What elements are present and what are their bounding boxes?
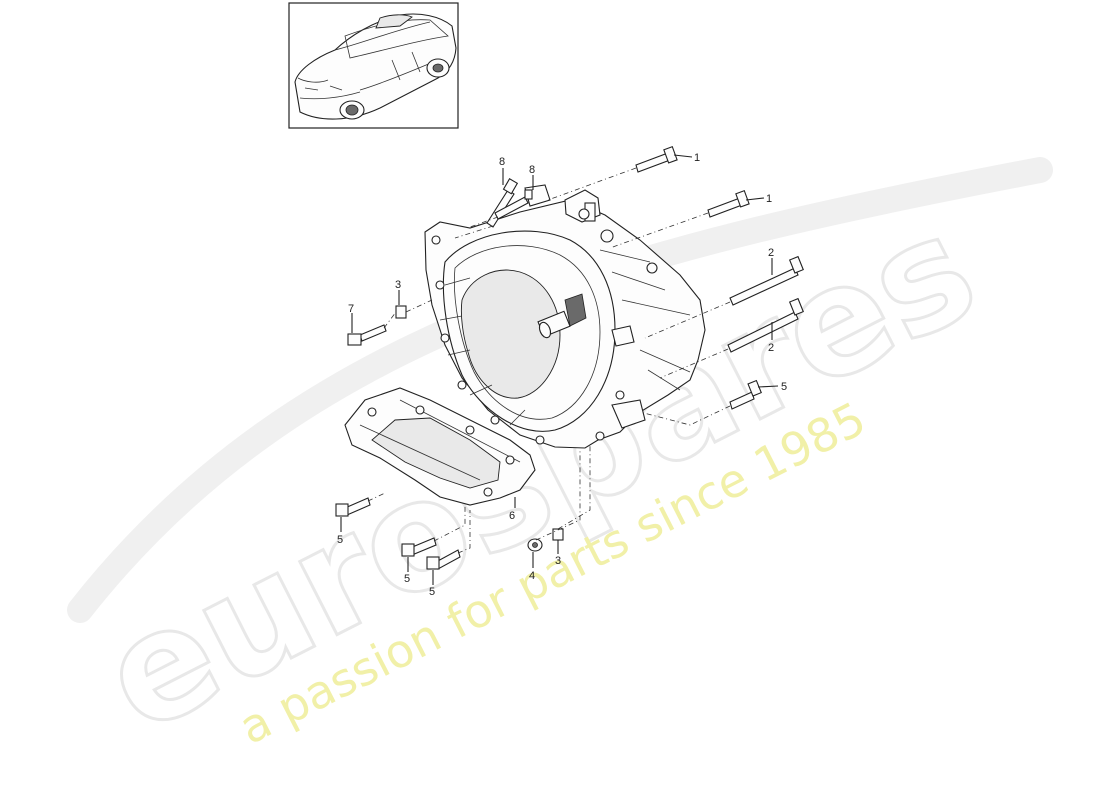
callout-2a[interactable]: 2	[768, 247, 774, 259]
callout-6[interactable]: 6	[509, 510, 515, 522]
callouts: 1 1 2 2 3 3 4 5 5 5 5 6 7 8 8	[337, 152, 787, 598]
callout-5c[interactable]: 5	[404, 573, 410, 585]
cover-plate[interactable]	[344, 387, 536, 506]
transmission-housing[interactable]	[424, 184, 706, 449]
bolt-5a[interactable]	[335, 497, 371, 517]
bolt-5-right[interactable]	[729, 379, 762, 410]
bolt-5b[interactable]	[401, 537, 437, 557]
callout-8b[interactable]: 8	[529, 164, 535, 176]
sleeve-3-left[interactable]	[395, 305, 407, 319]
callout-5a[interactable]: 5	[781, 381, 787, 393]
car-icon	[294, 13, 457, 120]
callout-1b[interactable]: 1	[766, 193, 772, 205]
stud-2b[interactable]	[727, 297, 804, 353]
nut-4[interactable]	[527, 538, 543, 552]
callout-8a[interactable]: 8	[499, 156, 505, 168]
leader-lines	[340, 154, 779, 585]
bolt-1a[interactable]	[635, 146, 678, 173]
callout-3a[interactable]: 3	[395, 279, 401, 291]
stud-2a[interactable]	[729, 255, 804, 306]
callout-5b[interactable]: 5	[337, 534, 343, 546]
bolt-8b[interactable]	[494, 189, 533, 220]
callout-5d[interactable]: 5	[429, 586, 435, 598]
bolt-5c[interactable]	[426, 549, 461, 570]
sleeve-3-bottom[interactable]	[552, 528, 564, 541]
callout-2b[interactable]: 2	[768, 342, 774, 354]
bolt-7[interactable]	[347, 324, 387, 346]
bolt-1b[interactable]	[707, 190, 750, 218]
bolt-8a[interactable]	[486, 178, 519, 228]
callout-1a[interactable]: 1	[694, 152, 700, 164]
callout-7[interactable]: 7	[348, 303, 354, 315]
callout-3b[interactable]: 3	[555, 555, 561, 567]
vehicle-thumbnail[interactable]	[288, 2, 459, 129]
callout-4[interactable]: 4	[529, 570, 535, 582]
assembly-lines	[367, 167, 731, 554]
